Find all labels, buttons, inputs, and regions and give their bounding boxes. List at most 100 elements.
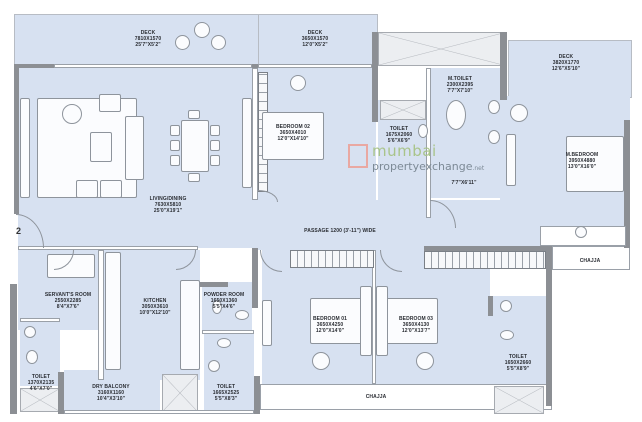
kitchen-counter xyxy=(105,252,121,370)
dining-chair xyxy=(210,125,220,136)
nightstand xyxy=(376,286,388,356)
deck-middle xyxy=(258,14,378,66)
wall xyxy=(200,282,228,287)
chair-bedroom-03 xyxy=(416,352,434,370)
bed-bedroom-02 xyxy=(262,112,324,160)
bed-servants-room xyxy=(47,254,95,278)
wall xyxy=(58,372,64,414)
wall xyxy=(14,64,19,214)
sofa xyxy=(125,116,144,180)
dining-chair xyxy=(170,140,180,151)
dining-chair xyxy=(170,125,180,136)
toilet-bottom-right xyxy=(490,296,546,386)
wc xyxy=(500,330,514,340)
bedroom-01-desk xyxy=(262,300,272,346)
wall-thin xyxy=(252,68,258,200)
shaft-kitchen xyxy=(162,374,198,412)
deck-chair xyxy=(211,35,226,50)
armchair xyxy=(76,180,98,198)
wall-thin xyxy=(18,246,198,250)
shaft-toilet-top xyxy=(380,100,426,120)
wardrobe-bedroom-03 xyxy=(424,251,546,269)
chair-m-bedroom xyxy=(510,104,528,122)
dining-chair xyxy=(188,173,200,182)
washbasin xyxy=(235,310,249,320)
chair-bedroom-02 xyxy=(290,75,306,91)
washbasin xyxy=(500,300,512,312)
wall-thin xyxy=(426,68,431,218)
bathtub xyxy=(446,100,466,130)
dining-chair xyxy=(210,140,220,151)
shaft-bottom-right xyxy=(494,386,544,414)
washbasin xyxy=(488,100,500,114)
label-chajja-right: CHAJJA xyxy=(579,258,601,264)
washbasin xyxy=(217,338,231,348)
dining-chair xyxy=(188,110,200,119)
wc xyxy=(418,124,428,138)
wall-thin xyxy=(64,410,254,414)
wardrobe-bedroom-01 xyxy=(290,250,374,268)
wall-thin xyxy=(258,64,372,68)
deck-chair xyxy=(175,35,190,50)
m-bedroom-wardrobe xyxy=(506,134,516,186)
living-wall-unit xyxy=(20,98,30,198)
label-chajja-bottom: CHAJJA xyxy=(365,394,387,400)
wall xyxy=(10,284,17,414)
nightstand xyxy=(360,286,372,356)
stool-m-bedroom xyxy=(575,226,587,238)
wall xyxy=(546,246,552,406)
shaft-servant-toilet xyxy=(20,388,60,412)
deck-chair xyxy=(194,22,210,38)
wall xyxy=(424,246,550,251)
wc xyxy=(208,360,220,372)
kitchen-counter xyxy=(180,280,200,370)
watermark-subtext: propertyexchange.net xyxy=(372,160,485,173)
dry-balcony xyxy=(64,370,160,412)
dining-chair xyxy=(210,155,220,166)
label-passage: PASSAGE 1200 (3'-11") WIDE xyxy=(304,228,376,234)
chajja-right-strip xyxy=(552,246,630,270)
powder-room xyxy=(202,282,252,330)
wall xyxy=(14,64,54,68)
watermark-logo-icon xyxy=(348,144,368,168)
wall xyxy=(254,376,260,414)
shaft-top xyxy=(378,32,504,66)
coffee-table xyxy=(90,132,112,162)
bed-m-bedroom xyxy=(566,136,624,192)
armchair xyxy=(99,94,121,112)
wall-thin xyxy=(202,330,254,334)
tv-console xyxy=(242,98,252,188)
dining-chair xyxy=(170,155,180,166)
wall-thin xyxy=(20,318,60,322)
armchair xyxy=(100,180,122,198)
chair-bedroom-01 xyxy=(312,352,330,370)
wall xyxy=(252,248,258,308)
wall xyxy=(488,296,493,316)
label-dress: 7'7"X6'11" xyxy=(451,180,477,186)
lounge-chair xyxy=(62,104,82,124)
watermark-text: mumbai xyxy=(372,142,437,160)
dining-table xyxy=(181,120,209,172)
washbasin xyxy=(488,130,500,144)
wc xyxy=(26,350,38,364)
washbasin xyxy=(24,326,36,338)
entrance-marker: 2 xyxy=(16,226,22,236)
wall-thin xyxy=(98,250,104,380)
toilet-powder xyxy=(204,334,254,410)
